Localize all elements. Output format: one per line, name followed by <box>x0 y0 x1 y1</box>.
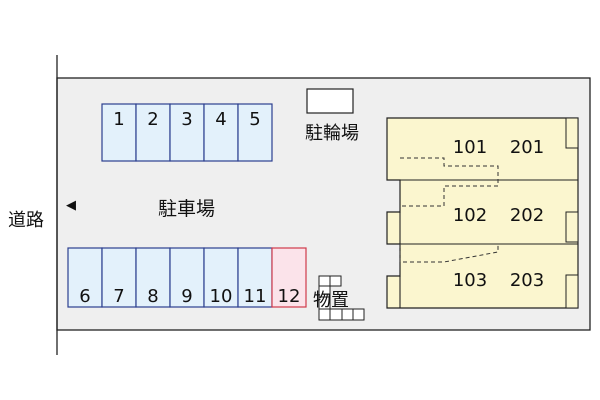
unit-labels: 101 201 102 202 103 203 <box>453 137 544 291</box>
parking-space-number: 5 <box>249 109 260 130</box>
parking-label: 駐車場 <box>158 198 215 220</box>
parking-row-top: 1 2 3 4 5 <box>101 103 273 162</box>
unit-number: 103 <box>453 270 487 291</box>
parking-space-number: 3 <box>181 109 192 130</box>
road-label: 道路 <box>8 210 44 231</box>
storage-label: 物置 <box>313 290 349 311</box>
unit-number: 201 <box>510 137 544 158</box>
parking-space-number: 11 <box>244 286 267 307</box>
apartment-building <box>386 117 579 309</box>
parking-space-number: 4 <box>215 109 226 130</box>
parking-space-number: 1 <box>113 109 124 130</box>
unit-number: 202 <box>510 205 544 226</box>
unit-number: 101 <box>453 137 487 158</box>
bicycle-parking-label: 駐輪場 <box>305 123 359 144</box>
parking-space-5 <box>237 103 273 162</box>
parking-space-10 <box>203 247 239 308</box>
parking-space-12 <box>271 247 307 308</box>
parking-space-number: 9 <box>181 286 192 307</box>
bicycle-parking-box <box>306 88 354 114</box>
parking-space-9 <box>169 247 205 308</box>
parking-space-number: 2 <box>147 109 158 130</box>
parking-space-1 <box>101 103 137 162</box>
road-arrow-icon: ◀ <box>66 198 76 213</box>
parking-space-2 <box>135 103 171 162</box>
unit-number: 102 <box>453 205 487 226</box>
parking-space-number: 8 <box>147 286 158 307</box>
parking-space-number: 10 <box>210 286 233 307</box>
unit-number: 203 <box>510 270 544 291</box>
parking-space-number: 6 <box>79 286 90 307</box>
storage-shed-icon <box>318 275 365 321</box>
parking-space-8 <box>135 247 171 308</box>
parking-space-number: 7 <box>113 286 124 307</box>
parking-row-bottom: 6 7 8 9 10 11 12 <box>67 247 307 308</box>
parking-space-number: 12 <box>278 286 301 307</box>
